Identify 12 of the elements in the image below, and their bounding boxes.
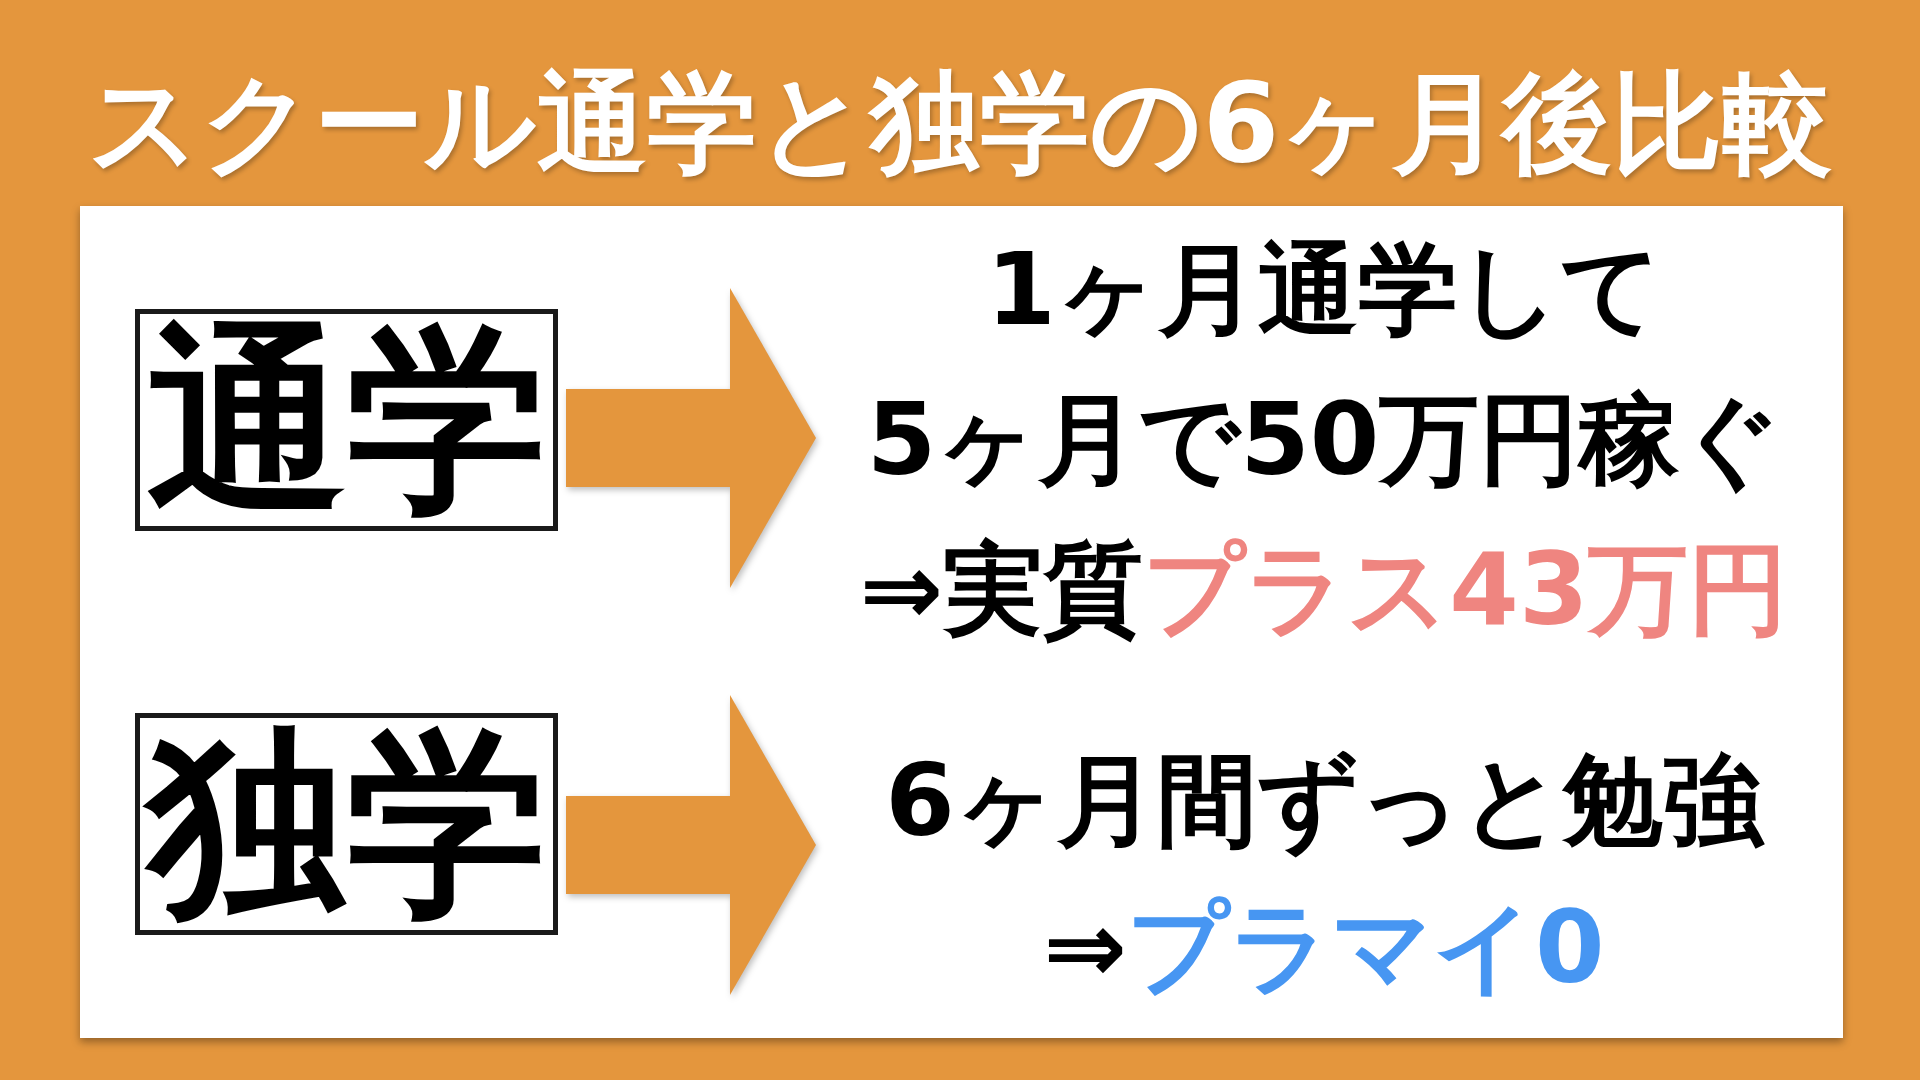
highlight-text: プラマイ0: [1127, 889, 1605, 1006]
description-text: 1ヶ月通学して: [986, 231, 1662, 348]
result-prefix-text: ⇒実質: [859, 531, 1144, 648]
description-text: 5ヶ月で50万円稼ぐ: [866, 381, 1782, 498]
method-box: 通学: [135, 309, 558, 531]
method-box: 独学: [135, 713, 558, 935]
arrow: [566, 695, 816, 995]
highlight-text: プラス43万円: [1143, 531, 1789, 648]
result-prefix-text: ⇒: [1043, 889, 1128, 1006]
description-text: 6ヶ月間ずっと勉強: [885, 742, 1763, 859]
arrow: [566, 288, 816, 588]
title: スクール通学と独学の6ヶ月後比較: [87, 58, 1833, 189]
